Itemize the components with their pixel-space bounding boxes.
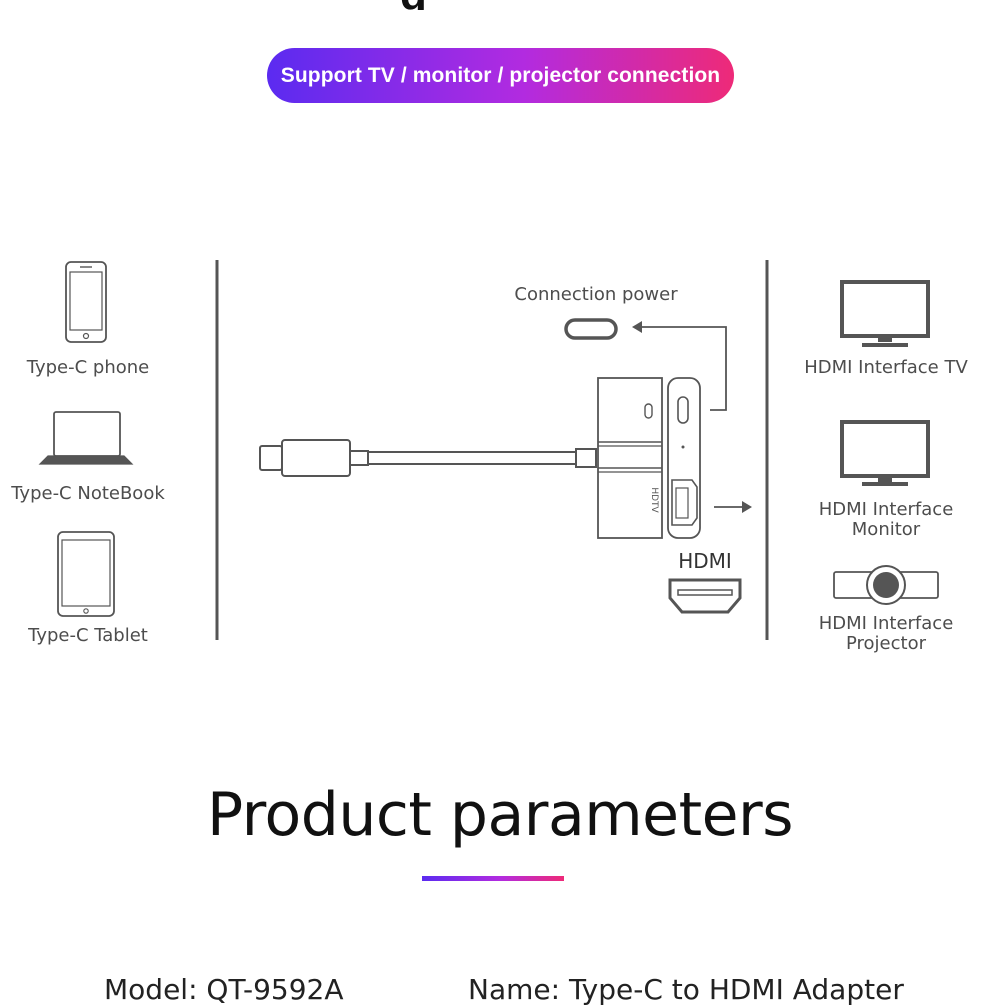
- feature-banner-text: Support TV / monitor / projector connect…: [280, 63, 721, 87]
- left-device-label-phone: Type-C phone: [26, 357, 150, 378]
- left-device-label-tablet: Type-C Tablet: [28, 625, 148, 646]
- tv-icon: [840, 280, 930, 347]
- connection-diagram: HDTV: [38, 260, 939, 640]
- right-device-label-tv: HDMI Interface TV: [804, 357, 968, 378]
- right-device-label-monitor-line2: Monitor: [851, 519, 921, 540]
- left-device-label-notebook: Type-C NoteBook: [11, 483, 165, 504]
- connection-power-label: Connection power: [514, 284, 678, 305]
- adapter-cable: [368, 448, 597, 468]
- previous-heading-fragment: g: [0, 0, 1000, 10]
- right-device-label-monitor: HDMI Interface Monitor: [786, 500, 986, 540]
- projector-icon: [833, 565, 939, 605]
- adapter-body-icon: [597, 377, 701, 539]
- right-device-label-projector-line2: Projector: [846, 633, 926, 654]
- laptop-icon: [38, 411, 134, 465]
- phone-icon: [65, 261, 107, 343]
- title-underline: [422, 876, 564, 881]
- param-model: Model: QT-9592A: [104, 973, 344, 1006]
- hdmi-port-icon: [668, 578, 742, 614]
- right-device-label-monitor-line1: HDMI Interface: [818, 499, 954, 520]
- hdmi-port-label: HDMI: [678, 549, 732, 573]
- section-title: Product parameters: [207, 780, 793, 850]
- usb-c-plug-icon: [259, 439, 369, 477]
- usb-c-port-icon: [564, 318, 618, 340]
- power-arrow: [640, 326, 727, 411]
- tablet-icon: [57, 531, 115, 617]
- param-name: Name: Type-C to HDMI Adapter: [468, 973, 904, 1006]
- right-device-label-projector: HDMI Interface Projector: [786, 614, 986, 654]
- monitor-icon: [840, 420, 930, 486]
- hdtv-print: HDTV: [649, 487, 659, 513]
- feature-banner: Support TV / monitor / projector connect…: [267, 48, 734, 103]
- hdmi-out-arrow: [714, 501, 752, 513]
- right-device-label-projector-line1: HDMI Interface: [818, 613, 954, 634]
